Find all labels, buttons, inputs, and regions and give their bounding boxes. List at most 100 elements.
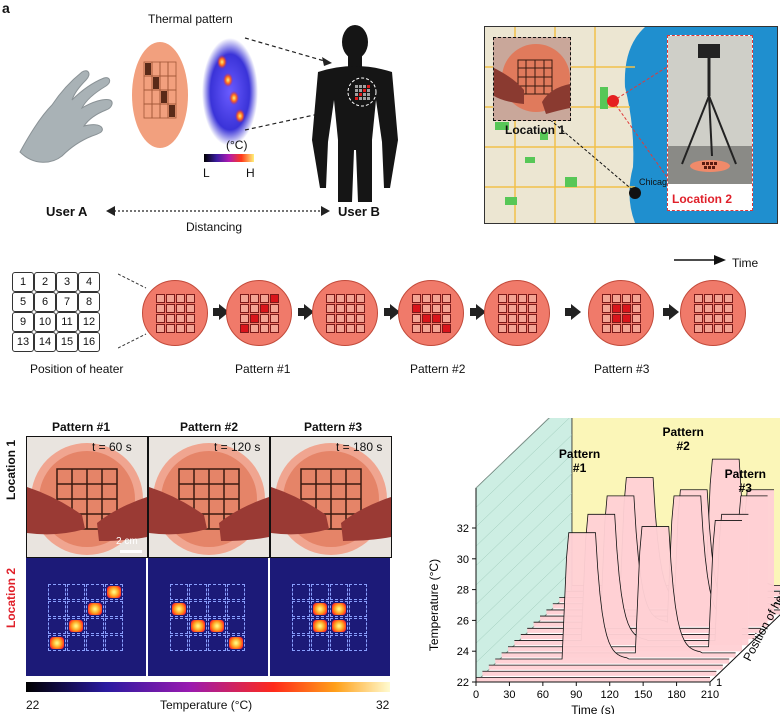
heater-cell (432, 294, 441, 303)
y-tick-label: 28 (457, 585, 469, 597)
thermal-grid-cell (292, 618, 310, 634)
thermal-grid-cell (292, 635, 310, 651)
heater-cell (724, 294, 733, 303)
x-tick-label: 0 (473, 689, 479, 701)
heater-cell (250, 294, 259, 303)
location1-photo-2 (148, 436, 270, 558)
heater-cell (326, 314, 335, 323)
heater-number-8: 8 (78, 292, 100, 312)
heater-cell (602, 294, 611, 303)
petri-dish-2 (226, 280, 292, 346)
heater-cell (498, 324, 507, 333)
heater-number-15: 15 (56, 332, 78, 352)
trace-shade-heater-5 (501, 526, 736, 658)
sequence-arrowhead (669, 304, 679, 320)
unit-label: (°C) (226, 138, 248, 152)
heater-number-2: 2 (34, 272, 56, 292)
heater-cell (156, 304, 165, 313)
annotation-2-word: Pattern (662, 425, 703, 439)
heater-number-7: 7 (56, 292, 78, 312)
heater-cell (498, 294, 507, 303)
trace-shade-heater-6 (508, 520, 742, 652)
heater-cell (356, 294, 365, 303)
hotspot (332, 603, 346, 615)
location2-thermal-2 (148, 558, 268, 676)
heater-cell (518, 294, 527, 303)
colorbar-max: 32 (376, 698, 390, 712)
distancing-arrow (106, 206, 330, 216)
time-stamp-2: t = 120 s (214, 440, 261, 454)
heater-cell (622, 294, 631, 303)
heater-cell (508, 324, 517, 333)
heater-cell (166, 314, 175, 323)
thermal-grid-cell (208, 635, 226, 651)
scalebar (120, 550, 142, 553)
thermal-grid-cell (311, 601, 329, 617)
thermal-grid-cell (67, 601, 85, 617)
thermal-grid-cell (170, 635, 188, 651)
hotspot (172, 603, 186, 615)
trace-fill-heater-6 (508, 520, 742, 652)
thermal-grid-cell (311, 584, 329, 600)
hotspot (191, 620, 205, 632)
annotation-1-word: Pattern (559, 447, 600, 461)
heater-cell (528, 294, 537, 303)
heater-cell (724, 314, 733, 323)
heater-cell (508, 294, 517, 303)
thermal-grid-cell (170, 618, 188, 634)
petri-dish-7 (680, 280, 746, 346)
petri-dish-5 (484, 280, 550, 346)
trace-fill-heater-1 (476, 677, 710, 682)
thermal-grid-cell (189, 601, 207, 617)
thermal-pattern-title: Thermal pattern (148, 12, 233, 26)
y-tick-label: 24 (457, 646, 469, 658)
hotspot (88, 603, 102, 615)
heater-cell (602, 304, 611, 313)
heater-number-4: 4 (78, 272, 100, 292)
location2-label: Location 2 (672, 192, 733, 206)
trace-heater-6 (508, 520, 742, 648)
thermal-grid-cell (330, 635, 348, 651)
thermal-grid-cell (48, 601, 66, 617)
annotation-3-number: #3 (739, 481, 753, 495)
heater-cell (176, 294, 185, 303)
heater-cell (326, 324, 335, 333)
hotspot (229, 637, 243, 649)
thermal-grid-cell (170, 601, 188, 617)
position-of-heater-label: Position of heater (30, 362, 124, 376)
thermal-grid-cell (292, 601, 310, 617)
y-tick-label: 26 (457, 615, 469, 627)
heater-cell (176, 304, 185, 313)
thermal-grid-cell (208, 618, 226, 634)
trace-heater-4 (495, 532, 730, 660)
thermal-grid-cell (189, 618, 207, 634)
thermal-grid-cell (86, 618, 104, 634)
col-title-1: Pattern #1 (52, 420, 111, 434)
sequence-arrow (298, 308, 304, 316)
hotspot (107, 586, 121, 598)
sequence-arrow (213, 308, 219, 316)
heater-cell (336, 304, 345, 313)
thermal-grid-cell (330, 584, 348, 600)
user-b-silhouette-icon (312, 25, 398, 202)
heater-cell (260, 314, 269, 323)
thermal-grid-cell (105, 635, 123, 651)
thermal-grid-cell (227, 618, 245, 634)
heater-cell (346, 294, 355, 303)
thermal-grid-cell (349, 635, 367, 651)
col-title-3: Pattern #3 (304, 420, 363, 434)
heater-cell (156, 324, 165, 333)
city-label: Chicago (639, 177, 673, 187)
heater-cell (422, 294, 431, 303)
row-label-location2: Location 2 (4, 567, 18, 628)
annotation-1-number: #1 (573, 461, 587, 475)
user-a-label: User A (46, 204, 88, 219)
trace-heater-5 (501, 526, 736, 654)
thermal-grid-cell (105, 618, 123, 634)
heater-cell (432, 314, 441, 323)
heater-cell (412, 304, 421, 313)
thermal-grid-cell (208, 584, 226, 600)
heater-cell (250, 304, 259, 313)
heater-cell (704, 324, 713, 333)
heater-cell (632, 324, 641, 333)
